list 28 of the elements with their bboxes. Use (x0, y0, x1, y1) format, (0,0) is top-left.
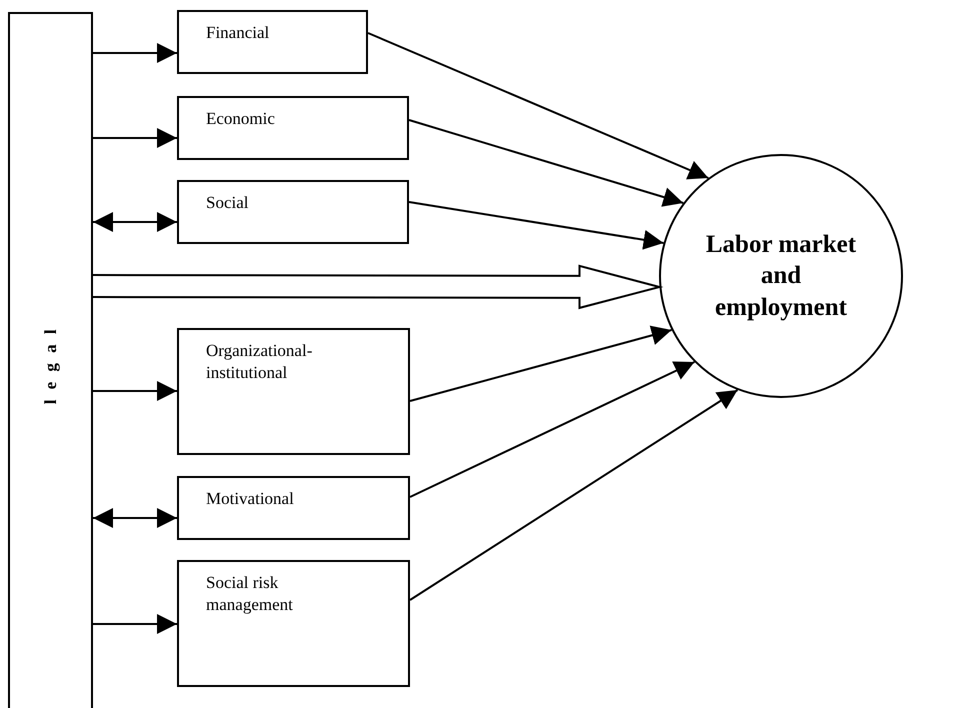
factor-label: Motivational (206, 488, 295, 510)
hollow-arrow (92, 264, 664, 310)
factor-label: Economic (206, 108, 276, 130)
factor-label: Social risk management (206, 572, 294, 616)
bar-label: legal (40, 320, 61, 404)
factor-box (177, 328, 410, 455)
arrow (409, 389, 738, 601)
arrow (410, 326, 672, 402)
factor-box (177, 476, 410, 540)
arrow (93, 614, 177, 634)
factor-box (177, 96, 409, 160)
legal-bar (8, 12, 93, 708)
arrow (408, 201, 664, 250)
arrow (368, 32, 709, 180)
factor-box (177, 180, 409, 244)
factor-label: Social (206, 192, 250, 214)
factor-label: Financial (206, 22, 270, 44)
arrow (408, 119, 684, 207)
factor-box (177, 560, 410, 687)
arrow (410, 361, 695, 498)
factor-label: Organizational-institutional (206, 340, 314, 384)
factor-box (177, 10, 368, 74)
circle-label: Labor market and employment (704, 230, 858, 323)
arrow (93, 212, 177, 232)
arrow (93, 508, 177, 528)
arrow (93, 381, 177, 401)
arrow (93, 128, 177, 148)
arrow (93, 43, 177, 63)
